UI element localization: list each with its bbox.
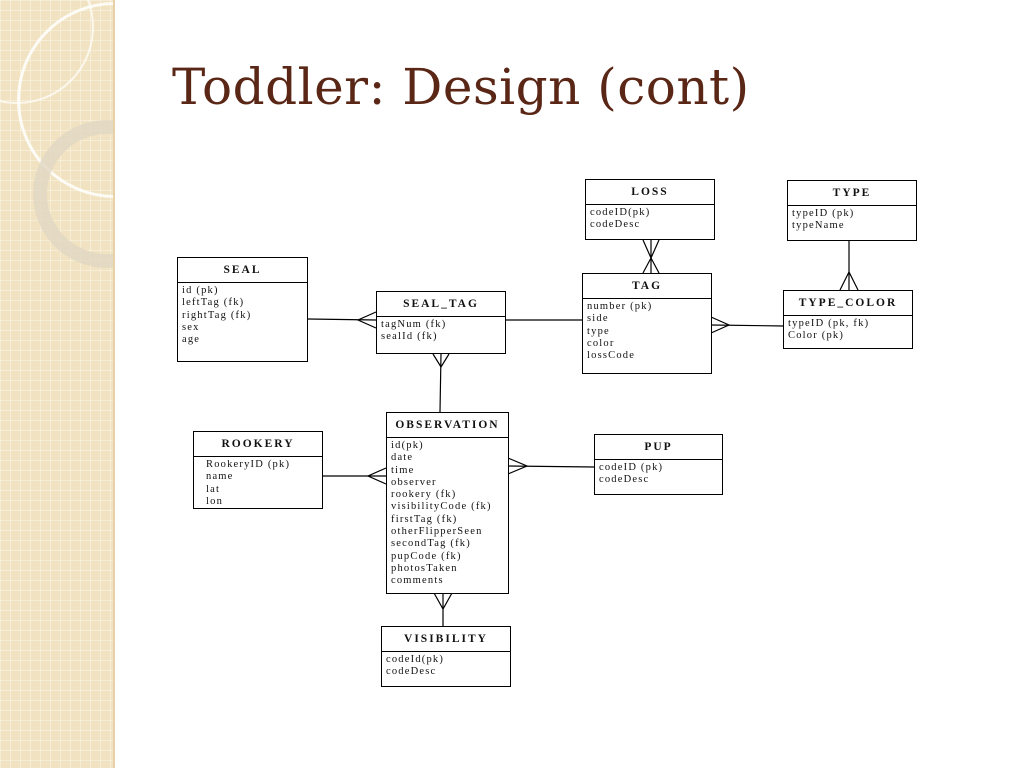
entity-attribute: age bbox=[182, 334, 201, 346]
entity-attribute: comments bbox=[391, 575, 444, 587]
entity-attribute: codeID(pk) bbox=[590, 207, 651, 218]
entity-attribute: photosTaken bbox=[391, 562, 458, 574]
entity-rookery: ROOKERY RookeryID (pk) name lat lon bbox=[193, 431, 323, 509]
crowsfoot-observation-pup bbox=[507, 457, 529, 475]
entity-attribute: id(pk) bbox=[391, 440, 424, 451]
slide-title: Toddler: Design (cont) bbox=[172, 58, 750, 116]
crowsfoot-observation-rookery bbox=[366, 467, 387, 485]
entity-visibility-name: VISIBILITY bbox=[382, 627, 510, 652]
link-sealtag-observation bbox=[439, 353, 442, 413]
entity-type-color: TYPE_COLOR typeID (pk, fk) Color (pk) bbox=[783, 290, 913, 349]
entity-type-color-name: TYPE_COLOR bbox=[784, 291, 912, 316]
entity-type: TYPE typeID (pk) typeName bbox=[787, 180, 917, 241]
entity-attribute: codeDesc bbox=[386, 666, 437, 678]
entity-attribute: name bbox=[206, 471, 234, 483]
entity-attribute: color bbox=[587, 337, 615, 349]
crowsfoot-tag-typecolor bbox=[710, 316, 731, 334]
entity-attribute: type bbox=[587, 325, 610, 337]
entity-observation: OBSERVATION id(pk) date time observer ro… bbox=[386, 412, 509, 594]
entity-attribute: typeID (pk) bbox=[792, 208, 855, 219]
entity-attribute: codeDesc bbox=[590, 219, 641, 231]
entity-attribute: observer bbox=[391, 476, 437, 488]
entity-attribute: rightTag (fk) bbox=[182, 309, 252, 321]
crowsfoot-typecolor-type bbox=[839, 270, 859, 291]
entity-attribute: pupCode (fk) bbox=[391, 550, 462, 562]
entity-type-name: TYPE bbox=[788, 181, 916, 206]
entity-attribute: number (pk) bbox=[587, 301, 653, 312]
entity-attribute: otherFlipperSeen bbox=[391, 526, 483, 538]
entity-attribute: typeID (pk, fk) bbox=[788, 318, 870, 329]
entity-attribute: visibilityCode (fk) bbox=[391, 501, 492, 513]
entity-attribute: firstTag (fk) bbox=[391, 513, 458, 525]
entity-tag-name: TAG bbox=[583, 274, 711, 299]
entity-attribute: codeID (pk) bbox=[599, 462, 664, 473]
entity-attribute: lossCode bbox=[587, 350, 636, 362]
crowsfoot-sealtag-seal bbox=[356, 311, 377, 329]
entity-attribute: codeDesc bbox=[599, 474, 650, 486]
entity-observation-name: OBSERVATION bbox=[387, 413, 508, 438]
entity-attribute: leftTag (fk) bbox=[182, 297, 245, 309]
link-seal-sealtag bbox=[307, 318, 377, 321]
entity-pup-name: PUP bbox=[595, 435, 722, 460]
entity-seal: SEAL id (pk) leftTag (fk) rightTag (fk) … bbox=[177, 257, 308, 362]
entity-attribute: side bbox=[587, 313, 609, 325]
entity-attribute: lon bbox=[206, 495, 224, 507]
entity-attribute: time bbox=[391, 464, 415, 476]
entity-loss-name: LOSS bbox=[586, 180, 714, 205]
entity-seal-tag: SEAL_TAG tagNum (fk) sealId (fk) bbox=[376, 291, 506, 354]
entity-attribute: Color (pk) bbox=[788, 330, 845, 342]
entity-visibility: VISIBILITY codeId(pk) codeDesc bbox=[381, 626, 511, 687]
entity-attribute: typeName bbox=[792, 220, 845, 232]
entity-seal-name: SEAL bbox=[178, 258, 307, 283]
crowsfoot-tag-loss bbox=[642, 256, 660, 274]
entity-attribute: sex bbox=[182, 321, 200, 333]
decorative-side-strip bbox=[0, 0, 113, 768]
entity-seal-tag-name: SEAL_TAG bbox=[377, 292, 505, 317]
entity-attribute: id (pk) bbox=[182, 285, 219, 296]
entity-tag: TAG number (pk) side type color lossCode bbox=[582, 273, 712, 374]
entity-rookery-name: ROOKERY bbox=[194, 432, 322, 457]
entity-pup: PUP codeID (pk) codeDesc bbox=[594, 434, 723, 495]
entity-attribute: lat bbox=[206, 483, 221, 495]
entity-attribute: secondTag (fk) bbox=[391, 538, 471, 550]
link-tag-typecolor bbox=[710, 324, 785, 327]
entity-attribute: rookery (fk) bbox=[391, 489, 457, 501]
entity-attribute: date bbox=[391, 452, 414, 464]
entity-attribute: RookeryID (pk) bbox=[206, 459, 291, 470]
entity-attribute: sealId (fk) bbox=[381, 331, 438, 343]
side-strip-edge bbox=[113, 0, 115, 768]
crowsfoot-observation-visibility bbox=[433, 592, 453, 611]
entity-attribute: tagNum (fk) bbox=[381, 319, 447, 330]
crowsfoot-sealtag-observation bbox=[432, 353, 450, 369]
entity-loss: LOSS codeID(pk) codeDesc bbox=[585, 179, 715, 240]
link-observation-pup bbox=[507, 465, 595, 468]
entity-attribute: codeId(pk) bbox=[386, 654, 445, 665]
